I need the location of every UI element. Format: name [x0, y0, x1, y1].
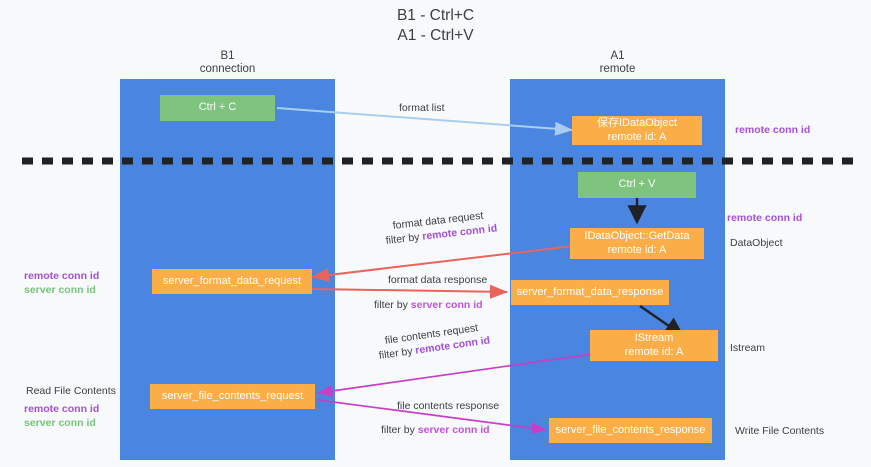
ctrl-c-label: Ctrl + C [198, 101, 237, 114]
right-label-remote-conn-id-mid: remote conn id [727, 212, 803, 224]
edge-label-file-contents-response: file contents response [397, 400, 500, 412]
edge-label-format-data-response-filter: filter by server conn id [374, 298, 483, 312]
istream-node[interactable]: IStream remote id: A [590, 330, 718, 361]
right-label-istream: Istream [730, 342, 766, 354]
right-label-remote-conn-id-top: remote conn id [735, 124, 811, 136]
left-label-remote-conn-id: remote conn id [24, 270, 100, 282]
arrow-file-contents-response [317, 399, 547, 435]
edge-label-format-list: format list [399, 102, 445, 114]
arrow-format-data-request [311, 245, 574, 282]
server-format-data-response-label: server_format_data_response [516, 285, 664, 298]
getdata-label: IDataObject::GetData [584, 230, 690, 242]
arrow-format-data-response [311, 284, 508, 299]
idataobject-remote-id: remote id: A [607, 130, 667, 143]
filter-prefix: filter by [374, 299, 411, 311]
server-format-data-request-label: server_format_data_request [162, 274, 302, 287]
server-file-contents-request-node[interactable]: server_file_contents_request [150, 384, 315, 409]
left-label-server-conn-id-2: server conn id [24, 417, 96, 429]
right-label-write-file-contents: Write File Contents [735, 425, 825, 437]
column-header-a1: A1 remote [599, 50, 636, 75]
column-header-b1: B1 connection [199, 50, 256, 75]
istream-label: IStream [634, 332, 674, 344]
ctrl-v-label: Ctrl + V [618, 178, 656, 191]
server-format-data-request-node[interactable]: server_format_data_request [152, 269, 312, 294]
right-label-dataobject: DataObject [730, 237, 783, 249]
idataobject-getdata-node[interactable]: IDataObject::GetData remote id: A [570, 228, 704, 259]
server-format-data-response-node[interactable]: server_format_data_response [511, 280, 669, 305]
filter-prefix: filter by [381, 424, 418, 436]
server-file-contents-request-label: server_file_contents_request [161, 389, 304, 402]
arrow-file-contents-request [317, 353, 593, 397]
left-label-conn-id-group: remote conn id server conn id [24, 269, 99, 297]
left-label-conn-id-group-2: remote conn id server conn id [24, 402, 99, 430]
ctrl-v-node[interactable]: Ctrl + V [578, 172, 696, 198]
edge-label-file-contents-response-filter: filter by server conn id [381, 423, 490, 437]
filter-prefix: filter by [378, 344, 417, 362]
server-file-contents-response-label: server_file_contents_response [555, 423, 706, 436]
filter-prefix: filter by [385, 230, 424, 247]
left-label-server-conn-id: server conn id [24, 284, 96, 296]
ctrl-c-node[interactable]: Ctrl + C [160, 95, 275, 121]
idataobject-label: 保存IDataObject [596, 117, 678, 129]
left-label-read-file-contents: Read File Contents [26, 385, 116, 397]
server-file-contents-response-node[interactable]: server_file_contents_response [549, 418, 712, 443]
left-label-remote-conn-id-2: remote conn id [24, 403, 100, 415]
keyword-server-conn-id: server conn id [417, 424, 490, 436]
idataobject-node[interactable]: 保存IDataObject remote id: A [572, 116, 702, 145]
page-title: B1 - Ctrl+C A1 - Ctrl+V [396, 7, 475, 44]
keyword-server-conn-id: server conn id [410, 299, 483, 311]
istream-remote-id: remote id: A [624, 345, 684, 358]
arrow-format-list [276, 107, 573, 136]
edge-label-format-data-response: format data response [388, 274, 488, 286]
getdata-remote-id: remote id: A [607, 243, 667, 256]
